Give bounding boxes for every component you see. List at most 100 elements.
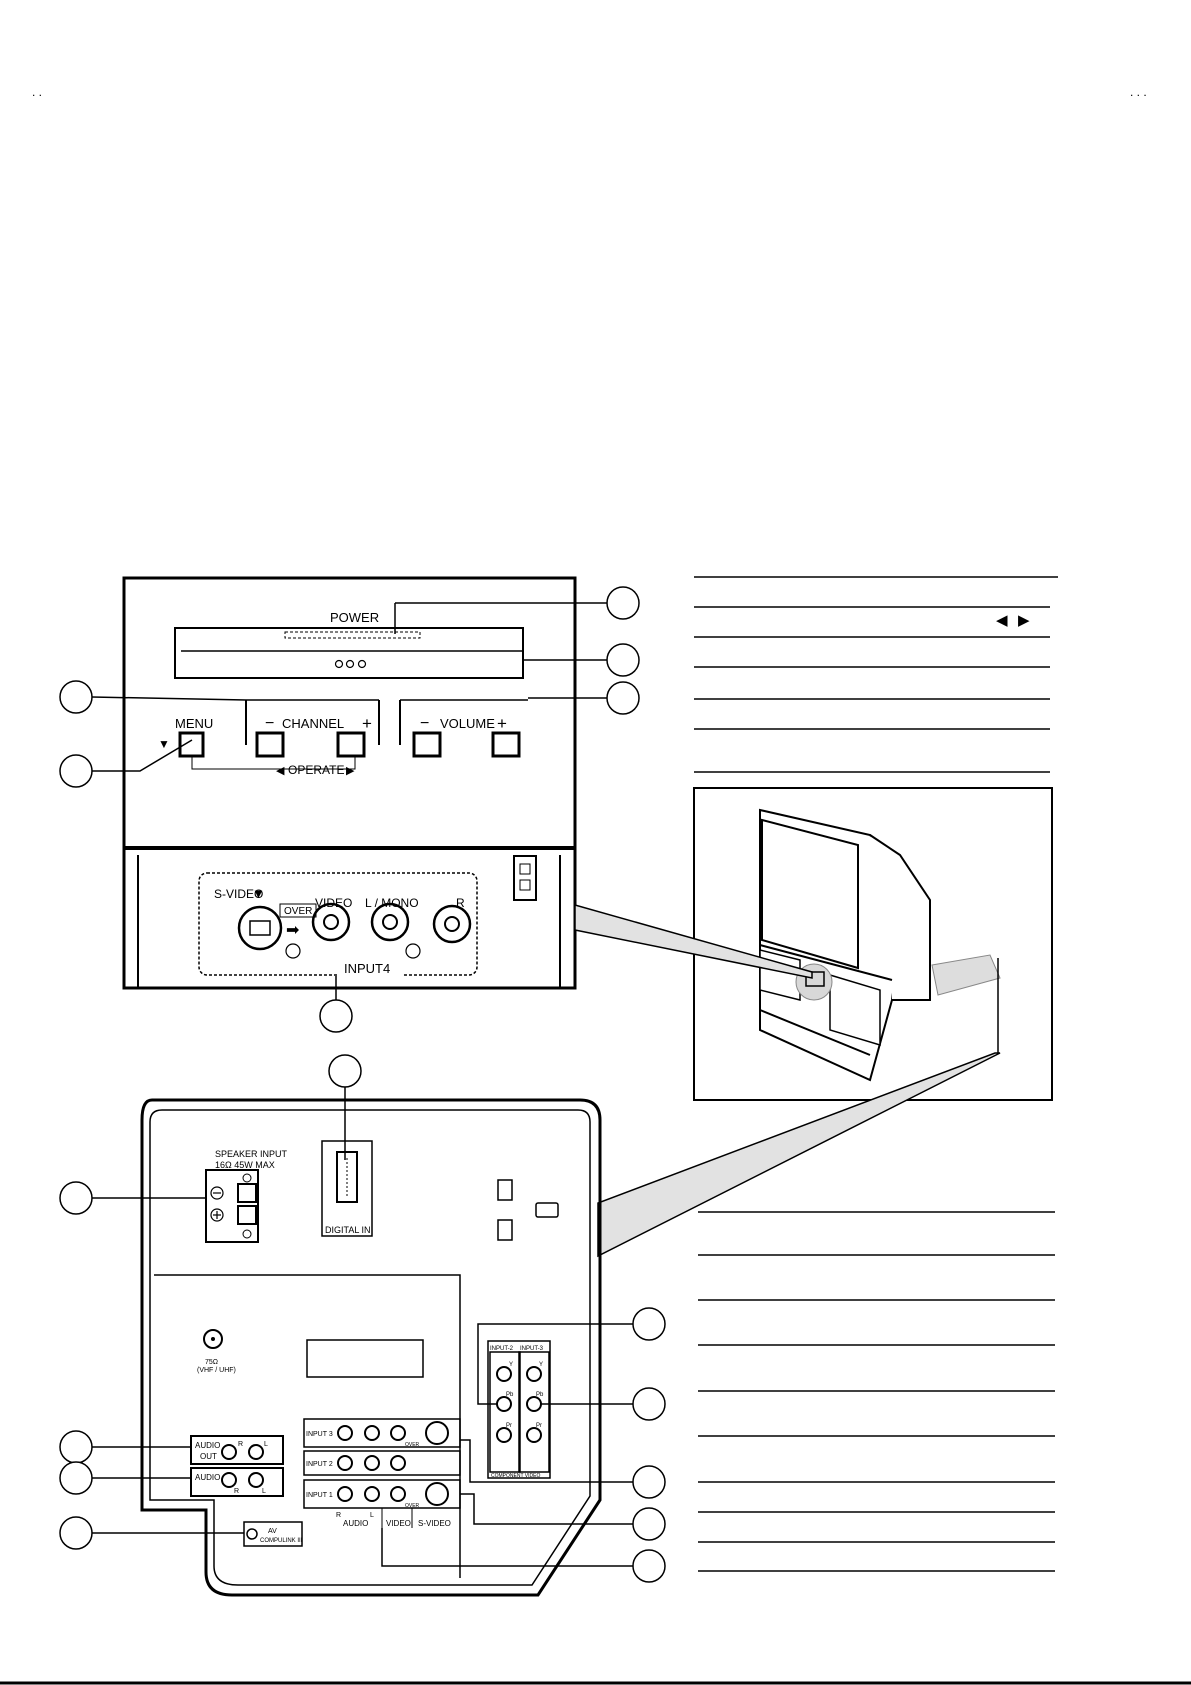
input3-audio-r-jack[interactable]: [337, 1425, 353, 1441]
svideo-label: S-VIDEO: [214, 887, 263, 901]
callout-circle: [59, 1430, 93, 1464]
volume-up-button[interactable]: [491, 731, 521, 758]
channel-plus: +: [362, 714, 372, 733]
input1-label: INPUT 1: [306, 1492, 333, 1499]
antenna-label-2: (VHF / UHF): [197, 1367, 236, 1374]
volume-plus: +: [497, 714, 507, 733]
input1-video-jack[interactable]: [390, 1486, 406, 1502]
audio-r-jack[interactable]: [432, 904, 472, 944]
operate-label: OPERATE: [288, 763, 344, 777]
audio-out-l-jack[interactable]: [248, 1444, 264, 1460]
input2-comp-label: INPUT-2: [490, 1346, 514, 1352]
input3-row: INPUT 3 OVER: [303, 1418, 461, 1448]
comp3-pr-jack[interactable]: [526, 1427, 542, 1443]
callout-circle: [632, 1549, 666, 1583]
callout-circle: [606, 586, 640, 620]
corner-mark-right: . . .: [1130, 85, 1147, 99]
r-label: R: [238, 1441, 243, 1448]
audio-label: AUDIO: [195, 1473, 220, 1482]
av-label: AV: [268, 1528, 277, 1535]
input4-label: INPUT4: [344, 961, 390, 976]
input1-row: INPUT 1 OVER: [303, 1479, 461, 1509]
antenna-jack[interactable]: [203, 1329, 223, 1349]
speaker-terminal-plus[interactable]: [237, 1205, 257, 1225]
svideo-jack[interactable]: [237, 905, 283, 951]
volume-minus: −: [420, 715, 429, 732]
input3-svideo-jack[interactable]: [425, 1421, 449, 1445]
col-video-label: VIDEO: [386, 1519, 411, 1528]
screw-icon: [405, 943, 421, 959]
rear-zoom-wedge: [597, 1052, 1001, 1258]
volume-down-button[interactable]: [412, 731, 442, 758]
input1-audio-l-jack[interactable]: [364, 1486, 380, 1502]
input2-audio-l-jack[interactable]: [364, 1455, 380, 1471]
compulink-label: COMPULINK III: [260, 1538, 303, 1544]
component-video-label: COMPONENT VIDEO: [491, 1473, 540, 1479]
audio-out-block: [190, 1435, 284, 1465]
audio-center-block: [190, 1467, 284, 1497]
l-label: L: [262, 1488, 266, 1495]
side-switch[interactable]: [513, 855, 537, 901]
callout-circle: [632, 1465, 666, 1499]
speaker-input-label: SPEAKER INPUT: [215, 1149, 288, 1159]
input2-audio-r-jack[interactable]: [337, 1455, 353, 1471]
callout-circle: [59, 1461, 93, 1495]
comp2-pb-jack[interactable]: [496, 1396, 512, 1412]
front-control-panel: POWER MENU ▼ − CHANNEL + − VOLUME + ◀: [122, 576, 577, 990]
dvi-connector[interactable]: [336, 1151, 358, 1203]
audio-out-label-2: OUT: [200, 1452, 217, 1461]
l-label: L: [264, 1441, 268, 1448]
video-jack[interactable]: [311, 902, 351, 942]
callout-circle: [59, 1181, 93, 1215]
av-compulink-jack[interactable]: [246, 1528, 258, 1540]
left-arrow-icon: ◀: [276, 765, 285, 777]
digital-in-label: DIGITAL IN: [325, 1225, 371, 1235]
audio-out-label-1: AUDIO: [195, 1441, 220, 1450]
input1-audio-r-jack[interactable]: [337, 1486, 353, 1502]
audio-out-r-jack[interactable]: [221, 1444, 237, 1460]
left-arrow-icon: ◀: [996, 612, 1008, 629]
callout-circle: [606, 681, 640, 715]
menu-label: MENU: [175, 716, 213, 731]
antenna-label-1: 75Ω: [205, 1359, 218, 1366]
label-plate: [306, 1339, 424, 1378]
input3-comp-label: INPUT-3: [520, 1346, 544, 1352]
speaker-terminal-block: [205, 1169, 259, 1243]
input3-audio-l-jack[interactable]: [364, 1425, 380, 1441]
menu-button[interactable]: [178, 731, 205, 758]
minus-icon: [210, 1186, 224, 1200]
channel-up-button[interactable]: [336, 731, 366, 758]
pb-label: Pb: [506, 1392, 514, 1398]
right-arrow-icon: ▶: [1018, 612, 1030, 629]
channel-down-button[interactable]: [255, 731, 285, 758]
col-audio-label: AUDIO: [343, 1519, 368, 1528]
input3-video-jack[interactable]: [390, 1425, 406, 1441]
volume-label: VOLUME: [440, 716, 495, 731]
comp3-y-jack[interactable]: [526, 1366, 542, 1382]
rear-callouts: [59, 1054, 666, 1583]
rear-description-lines: [698, 1211, 1055, 1572]
audio-center-l-jack[interactable]: [248, 1472, 264, 1488]
comp2-pr-jack[interactable]: [496, 1427, 512, 1443]
audio-center-r-jack[interactable]: [221, 1472, 237, 1488]
callout-circle: [319, 999, 353, 1033]
comp2-y-jack[interactable]: [496, 1366, 512, 1382]
input2-video-jack[interactable]: [390, 1455, 406, 1471]
right-arrow-icon: ▶: [346, 765, 355, 777]
display-window: [174, 627, 524, 679]
tv-illustration: [693, 787, 1053, 1101]
r-label: R: [456, 896, 465, 910]
plus-icon: [210, 1208, 224, 1222]
callout-circle: [59, 1516, 93, 1550]
component-video-block: INPUT-2 INPUT-3 Y Pb Pr Y Pb Pr COMPONEN…: [487, 1340, 551, 1479]
power-label: POWER: [330, 610, 379, 625]
callout-circle: [59, 754, 93, 788]
input1-svideo-jack[interactable]: [425, 1482, 449, 1506]
svideo-marker-icon: ▼: [252, 886, 265, 901]
audio-l-jack[interactable]: [370, 902, 410, 942]
channel-minus: −: [265, 715, 274, 732]
comp3-pb-jack[interactable]: [526, 1396, 542, 1412]
power-indicator-strip: [284, 631, 421, 639]
speaker-terminal-minus[interactable]: [237, 1183, 257, 1203]
